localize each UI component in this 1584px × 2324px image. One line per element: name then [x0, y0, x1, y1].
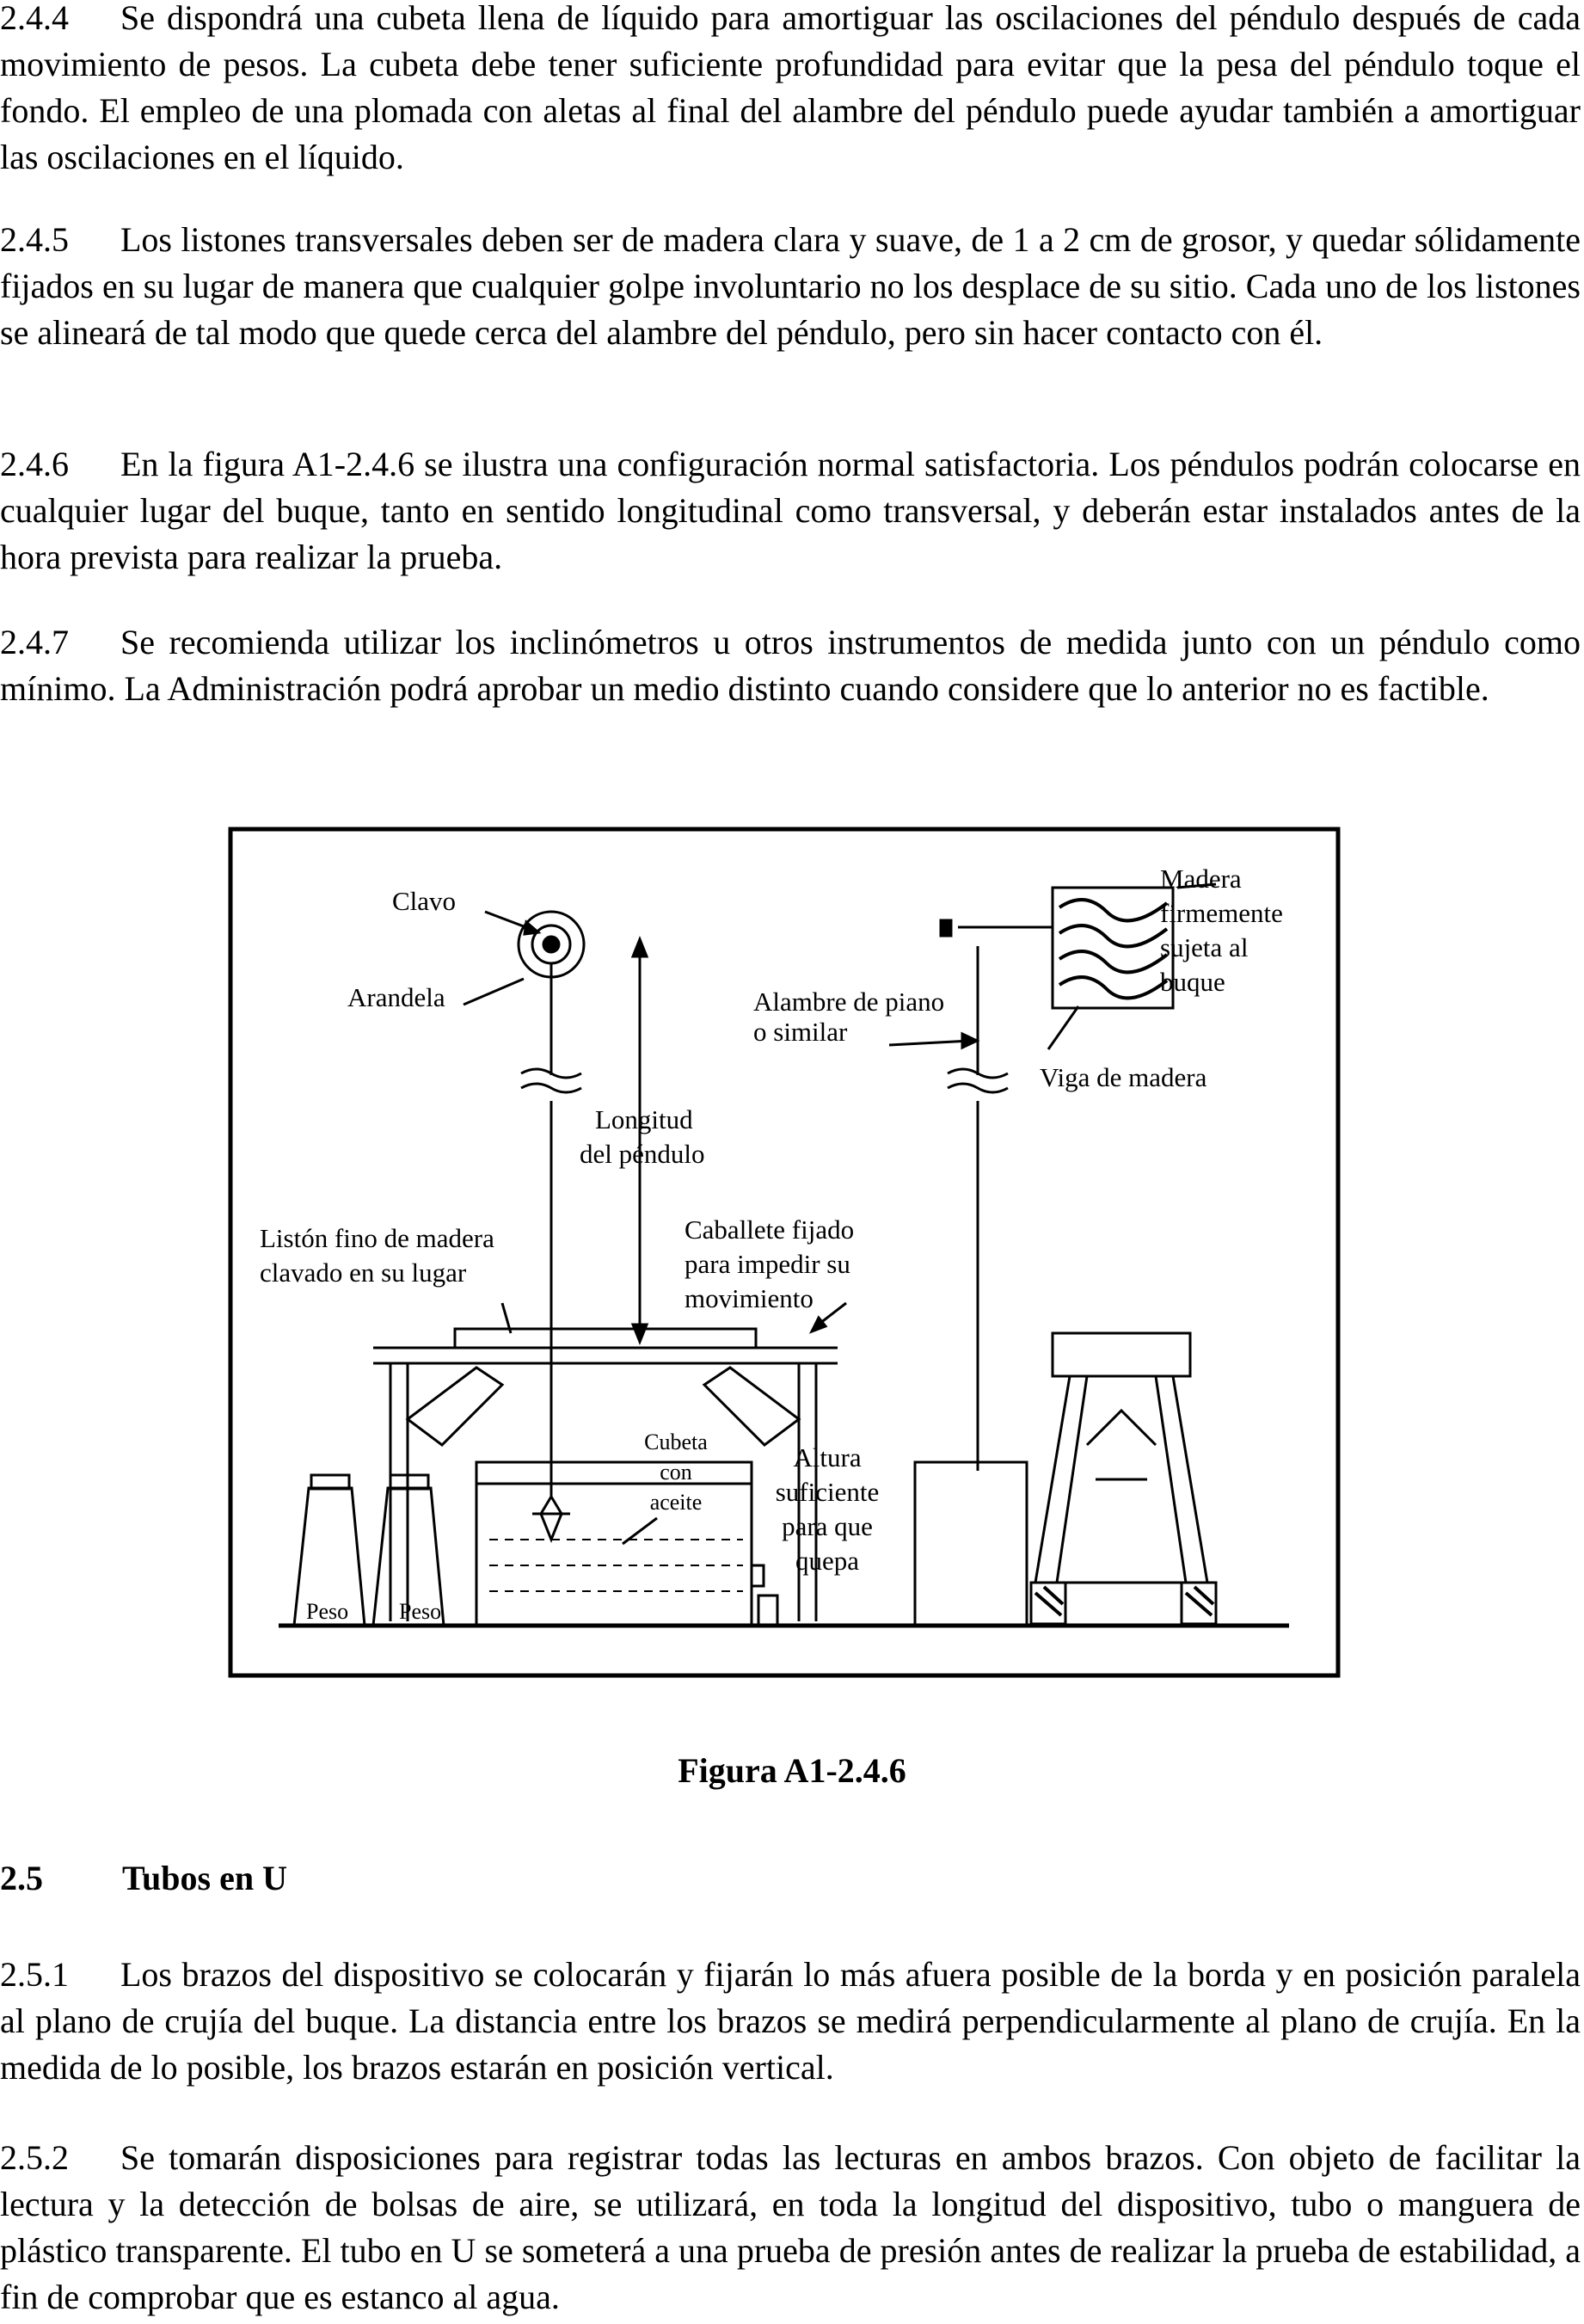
label-alambre-2: o similar: [753, 1017, 848, 1047]
label-longitud-2: del péndulo: [580, 1139, 705, 1169]
paragraph-text: Se recomienda utilizar los inclinómetros…: [0, 623, 1581, 708]
leader-liston: [500, 1302, 513, 1334]
leader-madera: [1176, 882, 1217, 889]
label-viga: Viga de madera: [1040, 1062, 1207, 1092]
label-cubeta-3: aceite: [650, 1490, 703, 1515]
section-number: 2.5: [0, 1859, 43, 1897]
paragraph-text: Los brazos del dispositivo se colocarán …: [0, 1955, 1581, 2087]
trestle-inner: [1085, 1408, 1157, 1481]
oil-level: [489, 1539, 743, 1592]
pendulum-bob-icon: [539, 1494, 563, 1544]
label-clavo: Clavo: [392, 886, 456, 916]
weight-left: [292, 1486, 366, 1627]
pendulum-diagram: Clavo Arandela Alambre de piano o simila…: [228, 827, 1341, 1678]
tall-box: [913, 1460, 1028, 1627]
wooden-beam: [1051, 886, 1175, 1010]
label-altura-3: para que: [782, 1511, 873, 1541]
paragraph-number: 2.4.6: [0, 445, 69, 483]
section-heading: 2.5 Tubos en U: [0, 1858, 287, 1898]
weight-right: [371, 1486, 445, 1627]
label-madera-1: Madera: [1160, 864, 1242, 894]
figure-frame: [228, 827, 1341, 1678]
wood-grain: [1058, 898, 1169, 1000]
figure-caption: Figura A1-2.4.6: [678, 1751, 906, 1790]
label-altura-2: suficiente: [776, 1477, 880, 1507]
top-batten: [453, 1327, 758, 1350]
label-alambre-1: Alambre de piano: [753, 987, 944, 1017]
brace-left: [405, 1366, 505, 1447]
paragraph-text: Se dispondrá una cubeta llena de líquido…: [0, 0, 1581, 176]
oil-tray: [475, 1460, 753, 1627]
label-altura-1: Altura: [793, 1442, 861, 1472]
leader-alambre: [888, 1039, 972, 1047]
label-peso-1: Peso: [306, 1599, 348, 1624]
label-cubeta-2: con: [660, 1460, 692, 1485]
trestle-body: [1034, 1375, 1209, 1583]
section-title: Tubos en U: [122, 1859, 287, 1897]
trestle-foot-left: [1029, 1581, 1067, 1626]
paragraph-number: 2.4.4: [0, 0, 69, 37]
label-cubeta-1: Cubeta: [644, 1429, 708, 1454]
paragraph-number: 2.4.5: [0, 220, 69, 259]
label-altura-4: quepa: [795, 1546, 859, 1576]
paragraph-number: 2.5.2: [0, 2138, 69, 2177]
label-liston-1: Listón fino de madera: [260, 1223, 494, 1253]
trestle-top: [1051, 1331, 1192, 1378]
brace-right: [702, 1366, 801, 1447]
paragraph-text: Se tomarán disposiciones para registrar …: [0, 2138, 1581, 2316]
label-madera-3: sujeta al: [1160, 932, 1248, 962]
nail-icon: [542, 935, 561, 954]
paragraph-number: 2.4.7: [0, 623, 69, 661]
leader-arandela: [463, 977, 525, 1006]
label-madera-2: firmemente: [1160, 898, 1283, 928]
label-caballete-1: Caballete fijado: [685, 1214, 854, 1245]
label-madera-4: buque: [1160, 967, 1225, 997]
paragraph-number: 2.5.1: [0, 1955, 69, 1994]
paragraph-text: Los listones transversales deben ser de …: [0, 220, 1581, 352]
label-arandela: Arandela: [347, 982, 445, 1012]
trestle-foot-right: [1180, 1581, 1218, 1626]
paragraph-text: En la figura A1-2.4.6 se ilustra una con…: [0, 445, 1581, 576]
wire-break-left: [520, 1067, 582, 1094]
leader-viga: [1047, 1005, 1080, 1050]
label-peso-2: Peso: [399, 1599, 441, 1624]
clamp: [750, 1564, 765, 1588]
label-liston-2: clavado en su lugar: [260, 1257, 467, 1288]
label-longitud-1: Longitud: [595, 1104, 693, 1134]
leader-cubeta: [622, 1516, 658, 1546]
label-caballete-2: para impedir su: [685, 1249, 850, 1279]
label-caballete-3: movimiento: [685, 1283, 813, 1313]
wire-break-right: [947, 1067, 1009, 1094]
